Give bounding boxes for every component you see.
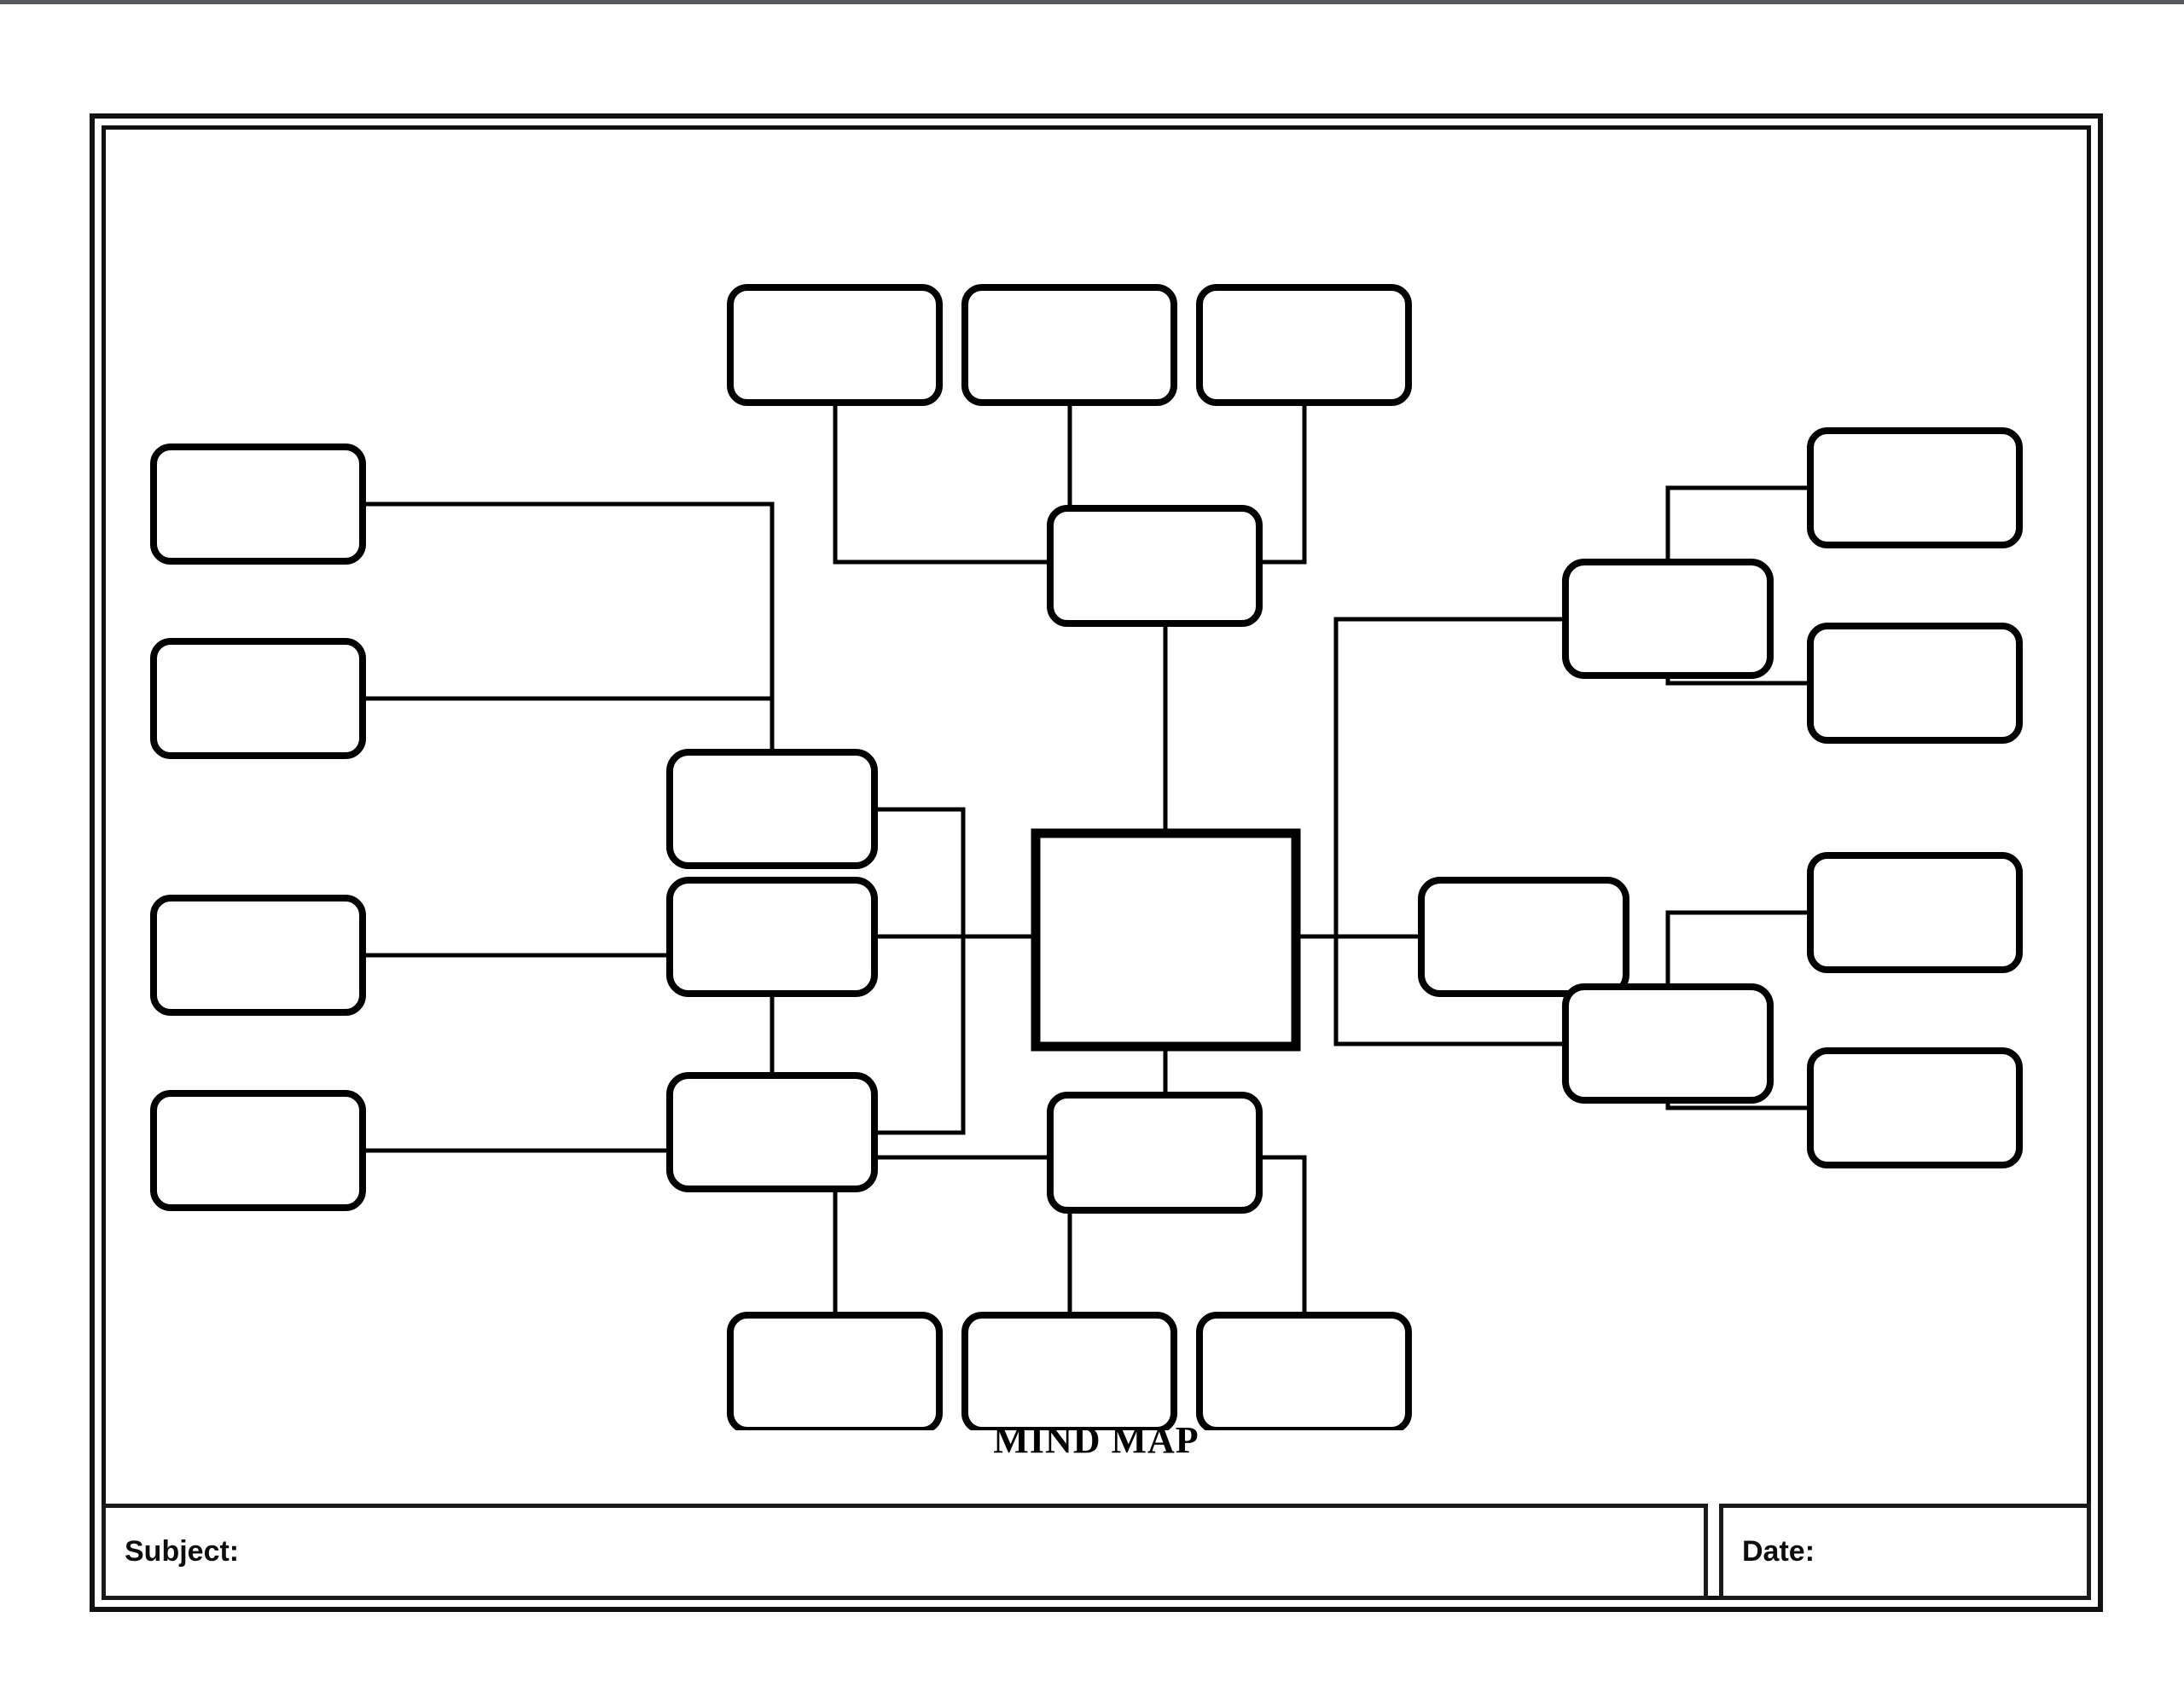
node-right-lower-leaf-1[interactable] bbox=[1807, 852, 2023, 973]
connector-right-upper-branch-to-hub bbox=[1333, 617, 1565, 936]
node-branch-top[interactable] bbox=[1047, 505, 1263, 627]
node-right-upper-leaf-2[interactable] bbox=[1807, 623, 2023, 744]
node-left-upper-leaf-2[interactable] bbox=[150, 638, 366, 759]
connector-left-lower-branch-to-hub bbox=[874, 936, 966, 1135]
footer-fields: Subject: Date: bbox=[102, 1504, 2091, 1600]
date-field[interactable]: Date: bbox=[1719, 1504, 2091, 1600]
node-branch-left-upper[interactable] bbox=[666, 749, 878, 869]
subject-label: Subject: bbox=[125, 1535, 240, 1568]
node-top-leaf-3[interactable] bbox=[1196, 284, 1412, 406]
node-branch-left-lower[interactable] bbox=[666, 1072, 878, 1192]
connector-bottom-leaf-3 bbox=[1259, 1155, 1307, 1315]
node-top-leaf-1[interactable] bbox=[727, 284, 943, 406]
connector-top-leaf-3 bbox=[1259, 403, 1307, 565]
node-branch-right-lower[interactable] bbox=[1562, 983, 1774, 1104]
node-left-lower-leaf-1[interactable] bbox=[150, 895, 366, 1016]
node-right-upper-leaf-1[interactable] bbox=[1807, 427, 2023, 548]
node-center-topic[interactable] bbox=[1031, 828, 1301, 1052]
node-top-leaf-2[interactable] bbox=[961, 284, 1177, 406]
subject-field[interactable]: Subject: bbox=[102, 1504, 1708, 1600]
node-branch-bottom[interactable] bbox=[1047, 1092, 1263, 1214]
connector-top-leaf-1 bbox=[833, 403, 1050, 565]
node-left-lower-leaf-2[interactable] bbox=[150, 1090, 366, 1211]
node-hub-right[interactable] bbox=[1418, 877, 1629, 997]
date-label: Date: bbox=[1742, 1535, 1815, 1568]
connector-left-upper-leaf-1 bbox=[363, 501, 775, 752]
connector-right-lower-branch-to-hub bbox=[1333, 936, 1565, 1046]
node-bottom-leaf-2[interactable] bbox=[961, 1312, 1177, 1430]
connector-left-upper-branch-to-hub bbox=[874, 807, 966, 936]
page-title: MIND MAP bbox=[993, 1419, 1199, 1461]
node-bottom-leaf-1[interactable] bbox=[727, 1312, 943, 1430]
connector-right-upper-leaf-1 bbox=[1665, 485, 1810, 562]
node-left-upper-leaf-1[interactable] bbox=[150, 443, 366, 565]
node-branch-right-upper[interactable] bbox=[1562, 559, 1774, 679]
node-hub-left[interactable] bbox=[666, 877, 878, 997]
connector-right-lower-leaf-1 bbox=[1665, 910, 1810, 987]
mind-map-canvas bbox=[102, 125, 2091, 1430]
sheet-outer-border bbox=[90, 113, 2103, 1612]
node-bottom-leaf-3[interactable] bbox=[1196, 1312, 1412, 1430]
node-right-lower-leaf-2[interactable] bbox=[1807, 1047, 2023, 1168]
scan-edge-line bbox=[0, 0, 2184, 4]
